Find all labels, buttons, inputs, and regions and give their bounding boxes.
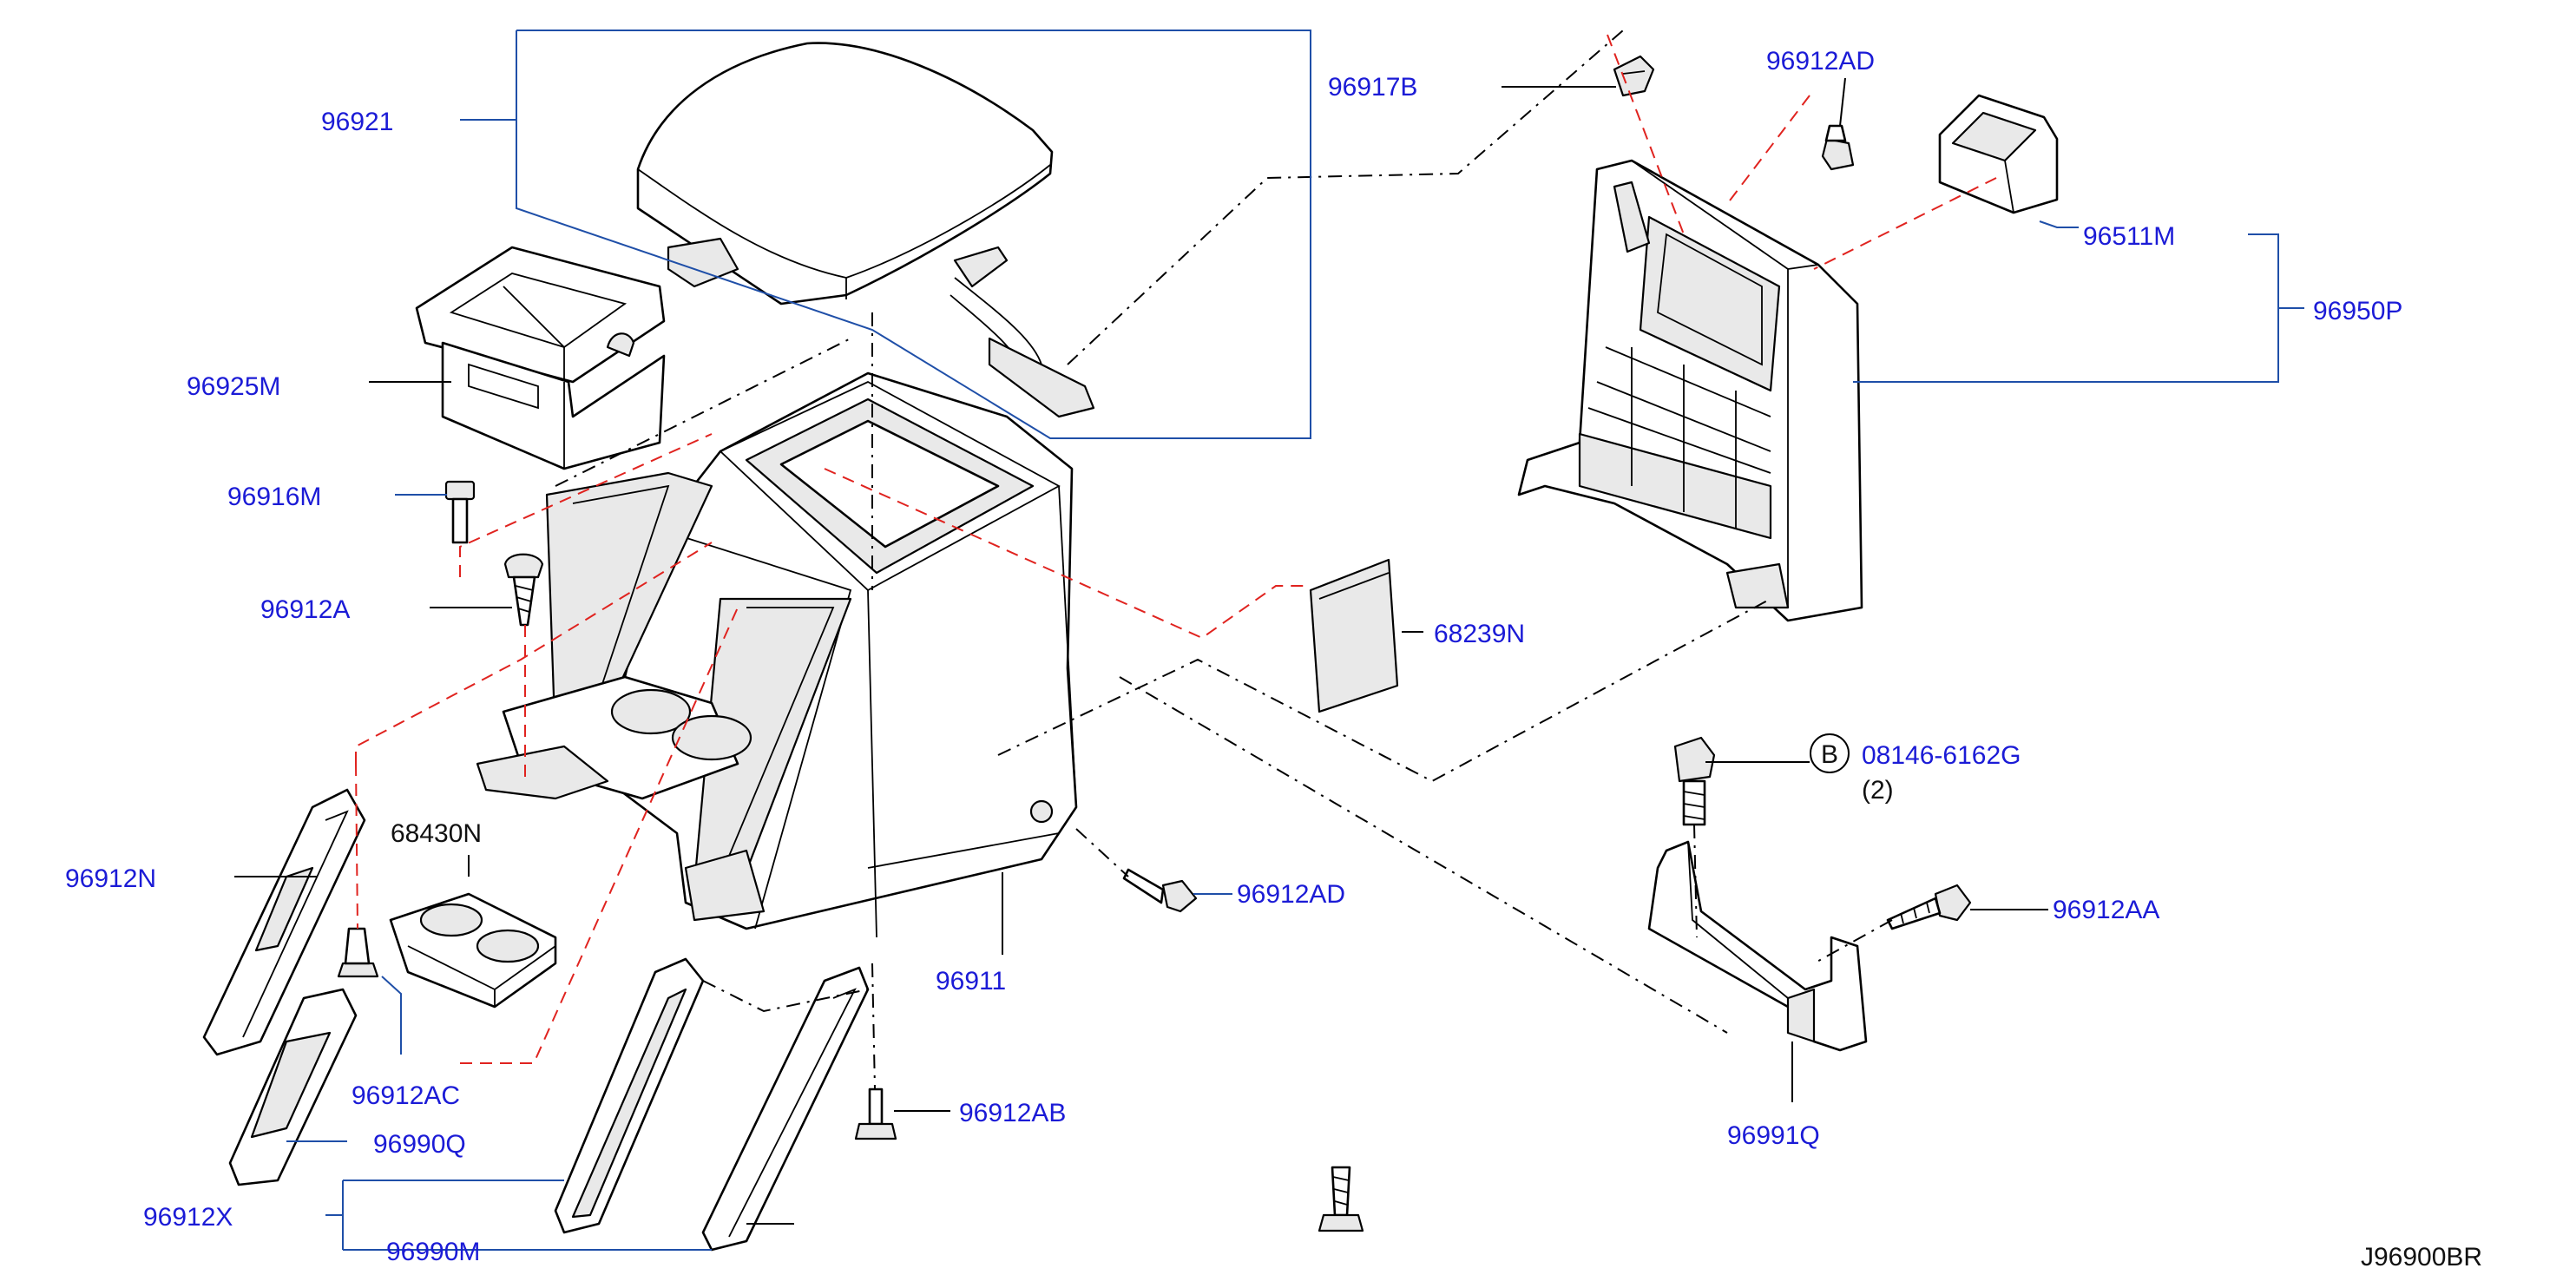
mat-68239n-part (1309, 558, 1399, 713)
screw-96912x-part (1318, 1166, 1364, 1232)
label-96511m: 96511M (2083, 222, 2175, 251)
screw-96912aa-part (1886, 884, 1972, 930)
screw-96912ad-mid-part (1122, 868, 1198, 913)
label-96991q: 96991Q (1727, 1121, 1820, 1150)
screw-96912a-part (503, 553, 544, 627)
label-96912ad-top: 96912AD (1766, 47, 1875, 76)
leader-lines (234, 30, 2304, 1251)
tray-part (415, 246, 666, 470)
bolt-marker-letter: B (1821, 740, 1838, 769)
label-96917b: 96917B (1328, 73, 1417, 102)
screw-96912ac-part (337, 927, 379, 978)
clip-96912ad-top-part (1821, 124, 1855, 171)
label-96990m: 96990M (386, 1238, 480, 1266)
label-96912ac: 96912AC (352, 1081, 460, 1110)
clip-96917b-part (1613, 55, 1655, 97)
label-96911: 96911 (936, 967, 1006, 996)
label-96925m: 96925M (187, 372, 280, 401)
label-96912a: 96912A (260, 595, 350, 624)
label-96912x: 96912X (143, 1203, 233, 1232)
label-96921: 96921 (321, 108, 393, 136)
screw-96912ab-part (854, 1088, 897, 1140)
rail-96912n-part (202, 788, 366, 1056)
label-68430n: 68430N (391, 819, 482, 848)
armrest-lid-part (636, 42, 1095, 418)
label-96912ad-mid: 96912AD (1237, 880, 1345, 909)
console-body-part (476, 371, 1078, 938)
label-68239n: 68239N (1434, 620, 1525, 648)
label-96916m: 96916M (227, 483, 321, 511)
part-labels: 96921 96917B 96912AD 96511M 96950P 96925… (65, 47, 2482, 1272)
label-08146-qty: (2) (1862, 776, 1894, 805)
label-96912n: 96912N (65, 864, 156, 893)
label-96912aa: 96912AA (2053, 896, 2159, 924)
bolt-08146-part (1673, 736, 1716, 826)
side-trim-96990m-part (554, 957, 870, 1252)
diagram-code: J96900BR (2361, 1243, 2482, 1272)
cupholder-part (389, 892, 557, 1009)
bolt-96916m-part (444, 480, 476, 544)
hidden-lines (355, 30, 1997, 1090)
bracket-96990q-part (228, 988, 358, 1186)
label-96990q: 96990Q (373, 1130, 466, 1159)
label-96912ab: 96912AB (959, 1099, 1066, 1127)
bolt-marker-circle (1810, 733, 1850, 773)
rear-panel-part (1517, 159, 1863, 622)
label-08146-6162g: 08146-6162G (1862, 741, 2021, 770)
vent-pocket-part (1938, 94, 2059, 214)
bracket-96991q-part (1647, 840, 1868, 1052)
label-96950p: 96950P (2313, 297, 2402, 325)
